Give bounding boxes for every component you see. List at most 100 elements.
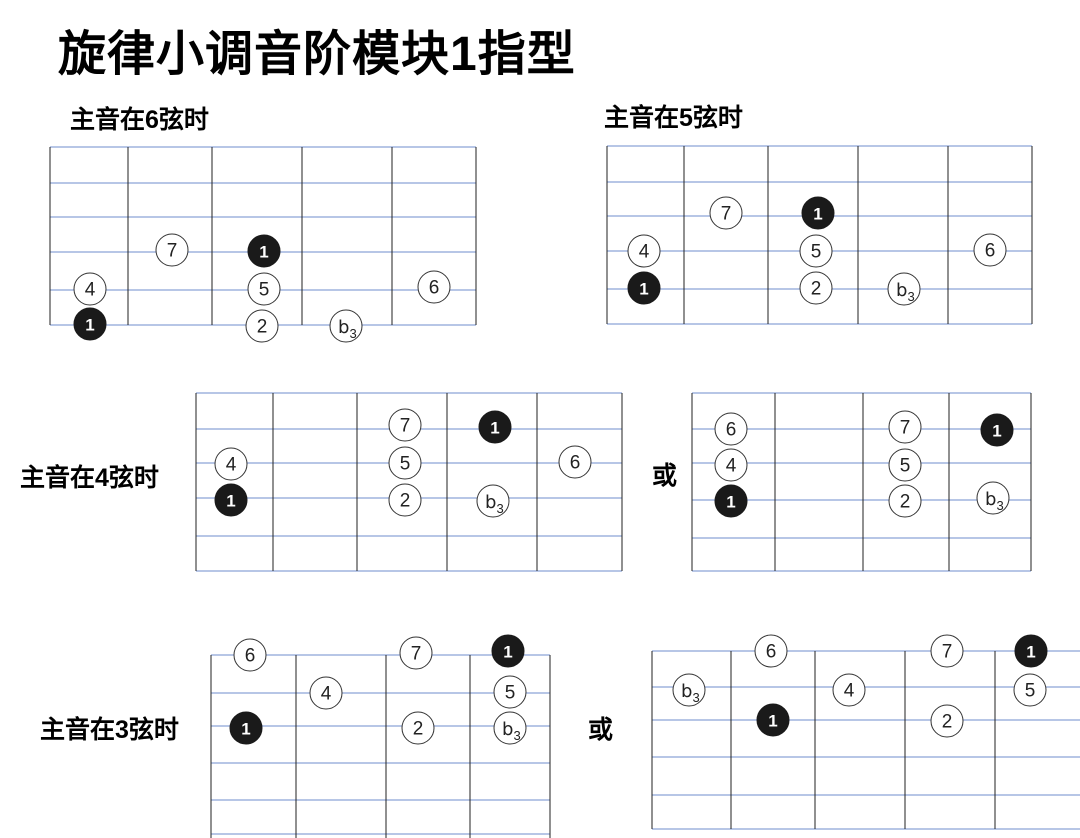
svg-text:5: 5: [811, 242, 822, 263]
svg-text:6: 6: [726, 420, 737, 441]
note-root-1: 1: [229, 711, 263, 745]
note-root-1: 1: [1014, 634, 1048, 668]
note-4: 4: [832, 673, 866, 707]
svg-text:b3: b3: [681, 681, 700, 705]
svg-text:1: 1: [726, 493, 735, 512]
svg-text:b3: b3: [485, 492, 504, 516]
note-6: 6: [973, 233, 1007, 267]
note-root-1: 1: [980, 413, 1014, 447]
svg-text:5: 5: [259, 280, 270, 301]
svg-text:1: 1: [490, 419, 499, 438]
note-5: 5: [493, 675, 527, 709]
label-root-string-6: 主音在6弦时: [70, 106, 209, 134]
label-root-string-5: 主音在5弦时: [604, 104, 743, 132]
svg-text:2: 2: [900, 492, 911, 513]
svg-text:1: 1: [259, 243, 268, 262]
note-4: 4: [309, 676, 343, 710]
note-5: 5: [799, 234, 833, 268]
svg-text:5: 5: [900, 456, 911, 477]
note-7: 7: [388, 408, 422, 442]
svg-text:2: 2: [413, 719, 424, 740]
note-2: 2: [388, 483, 422, 517]
note-root-1: 1: [73, 307, 107, 341]
svg-text:b3: b3: [338, 317, 357, 341]
svg-text:7: 7: [411, 644, 422, 665]
note-flat-3: b3: [493, 711, 527, 745]
note-5: 5: [1013, 673, 1047, 707]
note-flat-3: b3: [976, 481, 1010, 515]
note-4: 4: [714, 448, 748, 482]
note-root-1: 1: [247, 234, 281, 268]
note-6: 6: [754, 634, 788, 668]
svg-text:6: 6: [766, 642, 777, 663]
svg-text:1: 1: [85, 316, 94, 335]
note-5: 5: [388, 446, 422, 480]
fretboard-root-string-6: 7 1 4 5 6 1 2 b3: [49, 146, 477, 343]
label-root-string-3: 主音在3弦时: [40, 716, 179, 744]
svg-text:1: 1: [768, 712, 777, 731]
svg-text:4: 4: [321, 684, 332, 705]
svg-text:6: 6: [985, 241, 996, 262]
note-flat-3: b3: [887, 272, 921, 306]
svg-text:4: 4: [844, 681, 855, 702]
label-root-string-4: 主音在4弦时: [20, 464, 159, 492]
svg-text:1: 1: [241, 720, 250, 739]
note-6: 6: [233, 638, 267, 672]
svg-text:1: 1: [813, 205, 822, 224]
page-title: 旋律小调音阶模块1指型: [58, 28, 576, 81]
note-7: 7: [155, 233, 189, 267]
svg-text:7: 7: [400, 416, 411, 437]
svg-text:b3: b3: [985, 489, 1004, 513]
svg-text:4: 4: [226, 455, 237, 476]
svg-text:4: 4: [85, 280, 96, 301]
note-4: 4: [214, 447, 248, 481]
note-2: 2: [401, 711, 435, 745]
note-root-1: 1: [491, 634, 525, 668]
label-or-string-3: 或: [588, 716, 614, 744]
note-5: 5: [888, 448, 922, 482]
note-4: 4: [73, 272, 107, 306]
note-root-1: 1: [214, 483, 248, 517]
svg-text:1: 1: [226, 492, 235, 511]
note-7: 7: [888, 410, 922, 444]
svg-text:7: 7: [942, 642, 953, 663]
svg-text:5: 5: [400, 454, 411, 475]
note-5: 5: [247, 272, 281, 306]
fretboard-root-string-4-a: 7 1 4 5 6 1 2 b3: [195, 392, 623, 572]
svg-text:7: 7: [167, 241, 178, 262]
svg-text:5: 5: [1025, 681, 1036, 702]
note-root-1: 1: [756, 703, 790, 737]
svg-text:6: 6: [245, 646, 256, 667]
note-root-1: 1: [478, 410, 512, 444]
note-2: 2: [245, 309, 279, 343]
svg-text:2: 2: [942, 712, 953, 733]
svg-text:1: 1: [639, 280, 648, 299]
note-flat-3: b3: [476, 484, 510, 518]
svg-text:1: 1: [1026, 643, 1035, 662]
fretboard-root-string-3-b: 6 7 1 b3 4 5 1 2: [651, 634, 1080, 830]
label-or-string-4: 或: [652, 462, 678, 490]
svg-text:6: 6: [429, 278, 440, 299]
svg-text:b3: b3: [896, 280, 915, 304]
svg-text:4: 4: [639, 242, 650, 263]
svg-text:1: 1: [503, 643, 512, 662]
note-root-1: 1: [714, 484, 748, 518]
svg-text:6: 6: [570, 453, 581, 474]
note-2: 2: [930, 704, 964, 738]
svg-text:4: 4: [726, 456, 737, 477]
note-6: 6: [417, 270, 451, 304]
note-flat-3: b3: [329, 309, 363, 343]
fretboard-root-string-4-b: 6 7 1 4 5 1 2 b3: [691, 392, 1032, 572]
svg-text:2: 2: [811, 279, 822, 300]
fretboard-root-string-5: 7 1 4 5 6 1 2 b3: [606, 145, 1033, 325]
note-7: 7: [709, 196, 743, 230]
svg-text:b3: b3: [502, 719, 521, 743]
note-root-1: 1: [801, 196, 835, 230]
fretboard-root-string-3-a: 6 7 1 4 5 1 2 b3: [210, 634, 551, 838]
note-flat-3: b3: [672, 673, 706, 707]
svg-text:5: 5: [505, 683, 516, 704]
note-7: 7: [930, 634, 964, 668]
svg-text:1: 1: [992, 422, 1001, 441]
svg-text:7: 7: [900, 418, 911, 439]
note-root-1: 1: [627, 271, 661, 305]
